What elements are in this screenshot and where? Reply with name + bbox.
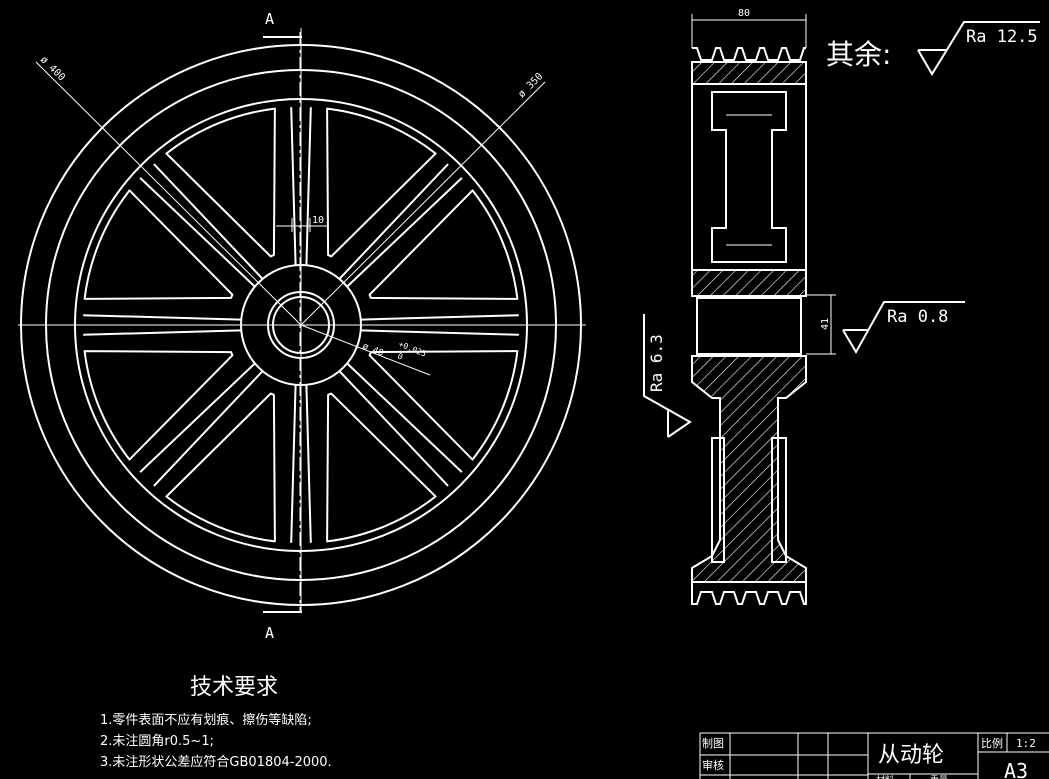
hub-dim-label: 41 [820, 318, 831, 330]
roughness-general: 其余: Ra 12.5 [826, 21, 1040, 76]
section-label-top: A [265, 10, 274, 28]
spoke-window [165, 392, 276, 543]
width-dim-label: 80 [738, 8, 750, 19]
tech-requirement-item: 3.未注形状公差应符合GB01804-2000. [100, 754, 332, 770]
spoke-edge [83, 314, 242, 321]
spoke-window [368, 189, 519, 300]
roughness-side: Ra 6.3 [643, 314, 692, 438]
spoke-edge [290, 384, 297, 543]
web-section [691, 355, 807, 583]
spoke-edge [360, 314, 519, 321]
spoke-edge [346, 362, 463, 473]
spoke-window [326, 392, 437, 543]
spoke-window [165, 107, 276, 258]
spoke-edge [360, 329, 519, 336]
tech-requirements-title: 技术要求 [190, 675, 278, 700]
title-block-material: 材料 [876, 774, 894, 779]
spoke-edge [338, 370, 449, 487]
title-block: 制图 审核 从动轮 比例 1:2 A3 材料 重量 [699, 732, 1049, 779]
spoke-window [83, 350, 234, 461]
rim-inner [74, 98, 528, 552]
outer-rim [20, 44, 582, 606]
roughness-general-symbol [917, 21, 1040, 76]
spoke-edge [83, 329, 242, 336]
title-block-part-name: 从动轮 [878, 743, 944, 768]
upper-web-outline [691, 83, 807, 271]
rim-top-grooves [692, 47, 806, 61]
diameter-400-leader [35, 61, 302, 326]
title-block-scale-value: 1:2 [1016, 737, 1036, 750]
tech-requirement-item: 2.未注圆角r0.5~1; [100, 734, 214, 749]
spoke-edge [305, 384, 312, 543]
roughness-side-symbol [643, 314, 692, 438]
hub [240, 264, 362, 386]
spoke-edge [305, 107, 312, 266]
spoke-edge [153, 370, 264, 487]
spoke-edge [338, 163, 449, 280]
bore-tol-lower: 0 [396, 352, 404, 362]
spoke-width-label: 10 [312, 215, 324, 226]
bore-dim-leader [300, 324, 431, 376]
hub-top-section [691, 269, 807, 297]
diameter-350-leader [300, 81, 546, 326]
upper-spoke [711, 91, 787, 263]
rim-groove [45, 69, 557, 581]
roughness-bore-value: Ra 0.8 [887, 307, 948, 327]
tech-requirements: 技术要求 1.零件表面不应有划痕、擦伤等缺陷; 2.未注圆角r0.5~1; 3.… [100, 675, 332, 770]
spoke-edge [139, 177, 256, 288]
spoke-window [83, 189, 234, 300]
tech-requirement-item: 1.零件表面不应有划痕、擦伤等缺陷; [100, 712, 312, 728]
spoke-edge [139, 362, 256, 473]
title-block-drawn: 制图 [702, 737, 724, 750]
rim-top-section [691, 61, 807, 85]
side-view: 80 41 [691, 8, 836, 605]
spoke-edge [346, 177, 463, 288]
spoke-edge [153, 163, 264, 280]
roughness-general-prefix: 其余: [826, 38, 891, 71]
roughness-bore: Ra 0.8 [842, 301, 965, 355]
roughness-bore-symbol [842, 301, 965, 355]
bore-section [696, 297, 802, 355]
front-view: A A 10 ø 400 ø 350 ø 40 +0.025 0 [18, 10, 586, 642]
spoke-window [326, 107, 437, 258]
bore-dim-label: ø 40 [361, 342, 385, 359]
title-block-sheet-size: A3 [1004, 759, 1028, 779]
lower-pocket-left [711, 437, 725, 563]
rim-bottom-grooves [691, 582, 807, 605]
roughness-general-value: Ra 12.5 [966, 27, 1038, 47]
spokes [83, 107, 519, 543]
section-label-bottom: A [265, 624, 274, 642]
spoke-edge [290, 107, 297, 266]
bore-outer [267, 291, 335, 359]
title-block-scale-label: 比例 [981, 736, 1003, 750]
roughness-side-value: Ra 6.3 [647, 334, 666, 392]
spoke-window [368, 350, 519, 461]
title-block-weight: 重量 [930, 774, 948, 779]
lower-pocket-right [771, 437, 787, 563]
bore [272, 296, 330, 354]
title-block-checked: 审核 [702, 758, 724, 772]
